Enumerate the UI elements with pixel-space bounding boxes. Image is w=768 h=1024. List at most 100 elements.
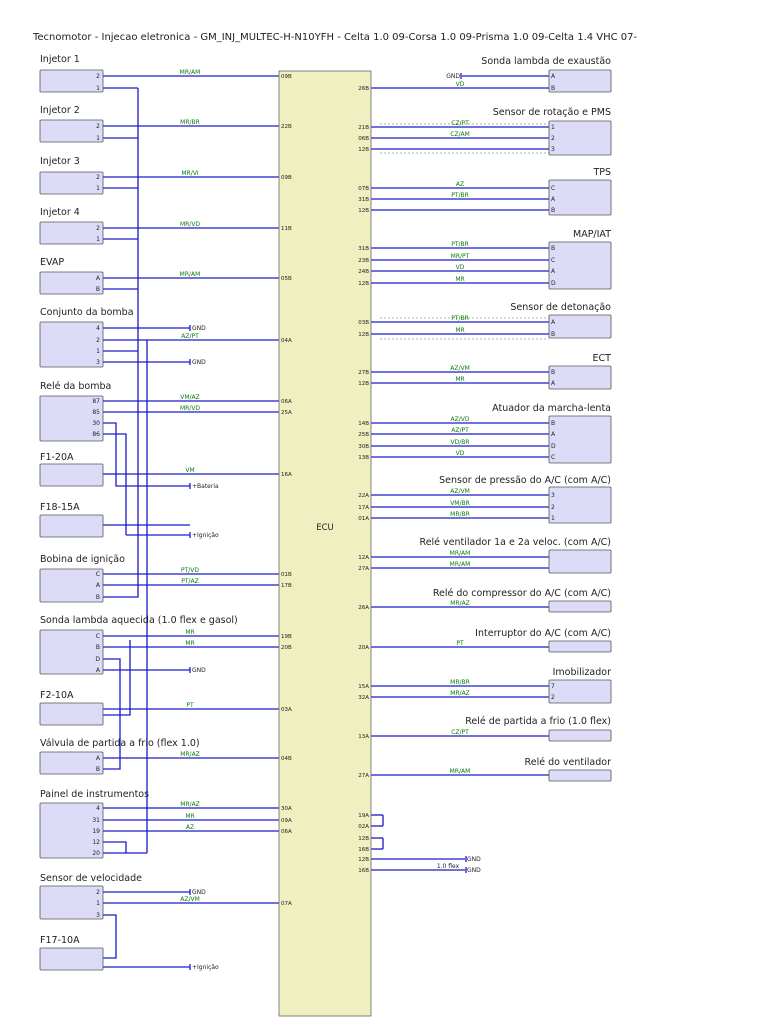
ecu-pin-label: 11B [281,226,292,232]
ecu-label: ECU [316,523,334,533]
wire-color-label: PT [456,640,464,647]
component-box [39,221,104,245]
pin-label: 2 [551,135,555,142]
component-box [548,729,612,742]
pin-label: A [551,196,556,203]
wire-color-label: MR/AZ [450,600,470,607]
wire-color-label: MR/AM [450,550,471,557]
ignition-terminal: +Ignição [192,532,219,539]
ecu-pin-label: 09B [281,74,292,80]
pin-label: C [96,571,100,578]
pin-label: 2 [96,225,100,232]
ecu-pin-label: 13B [358,455,369,461]
ecu-pin-label: 21B [358,125,369,131]
pin-label: A [551,319,556,326]
pin-label: D [551,443,556,450]
component-label: Relé da bomba [40,381,111,392]
ground-note: 1.0 flex [437,863,460,870]
pin-label: 85 [92,409,100,416]
component-label: Sensor de detonação [510,302,611,313]
wire-route [115,474,190,487]
wire-color-label: CZ/PT [451,120,469,127]
ecu-pin-label: 22A [358,493,369,499]
diagram-title: Tecnomotor - Injecao eletronica - GM_INJ… [32,32,638,43]
ecu-pin-label: 07B [358,186,369,192]
component-label: Válvula de partida a frio (flex 1.0) [40,738,200,749]
ecu-pin-label: 03B [358,320,369,326]
pin-label: 2 [96,889,100,896]
wire-color-label: CZ/AM [450,131,470,138]
component-label: Conjunto da bomba [40,307,134,318]
wire-color-label: MR/VD [180,405,200,412]
pin-label: A [551,268,556,275]
pin-label: B [96,766,100,773]
pin-label: 4 [96,325,100,332]
wire-color-label: AZ/PT [181,333,199,340]
component-box [39,271,104,295]
wire-route [103,658,121,770]
pin-label: 1 [96,85,100,92]
wire-color-label: CZ/PT [451,729,469,736]
component-label: F18-15A [40,502,80,513]
pin-label: 3 [96,912,100,919]
pin-label: 19 [92,828,100,835]
ecu-pin-label: 14B [358,421,369,427]
ecu-pin-label: 17A [358,505,369,511]
pin-label: B [96,594,100,601]
ecu-pin-label: 06A [281,829,292,835]
ecu-pin-label: 06A [281,399,292,405]
ecu-pin-label: 26B [358,86,369,92]
pin-label: 86 [92,431,100,438]
ecu-pin-label: 12B [358,857,369,863]
pin-label: 7 [551,683,555,690]
wire-color-label: MR [455,276,464,283]
ecu-pin-label: 07A [281,901,292,907]
wire-route [103,841,127,853]
component-box [548,600,612,613]
pin-label: 1 [96,185,100,192]
pin-label: D [551,280,556,287]
component-box [548,679,612,704]
component-box [548,179,612,216]
wire-color-label: MR/AZ [180,801,200,808]
ecu-pin-label: 30B [358,444,369,450]
pin-label: 2 [551,504,555,511]
pin-label: 2 [96,73,100,80]
wire-route [103,422,117,474]
component-box [39,321,104,368]
pin-label: 87 [92,398,100,405]
pin-label: A [96,275,101,282]
component-label: Sonda lambda aquecida (1.0 flex e gasol) [40,615,238,626]
wire-color-label: VD [456,81,465,88]
ground-terminal: GND [192,325,206,332]
ecu-pin-label: 25B [358,432,369,438]
ecu-pin-label: 09B [281,175,292,181]
component-label: Atuador da marcha-lenta [492,403,611,414]
pin-label: A [96,667,101,674]
battery-terminal: +Bateria [192,483,219,490]
ecu-pin-label: 27B [358,370,369,376]
ecu-pin-label: 12B [358,381,369,387]
ground-label: GND [467,856,481,863]
component-box [548,640,612,653]
component-label: Injetor 4 [40,207,80,218]
pin-label: 2 [96,337,100,344]
ecu-pin-label: 25A [281,410,292,416]
wire-route [103,433,127,525]
wire-color-label: VD [456,264,465,271]
ecu-pin-label: 23B [358,258,369,264]
component-label: Relé do compressor do A/C (com A/C) [433,588,611,599]
component-box [39,568,104,603]
pin-label: B [551,245,555,252]
component-box [39,947,104,971]
pin-label: D [95,656,100,663]
wire-color-label: PT/VD [181,567,199,574]
ecu-pin-label: 15A [358,684,369,690]
component-box [39,702,104,726]
components-layer [39,69,612,1017]
component-label: ECT [593,353,612,364]
ecu-pin-label: 12B [358,332,369,338]
ground-label: GND [467,867,481,874]
wire-color-label: AZ/VD [451,416,470,423]
